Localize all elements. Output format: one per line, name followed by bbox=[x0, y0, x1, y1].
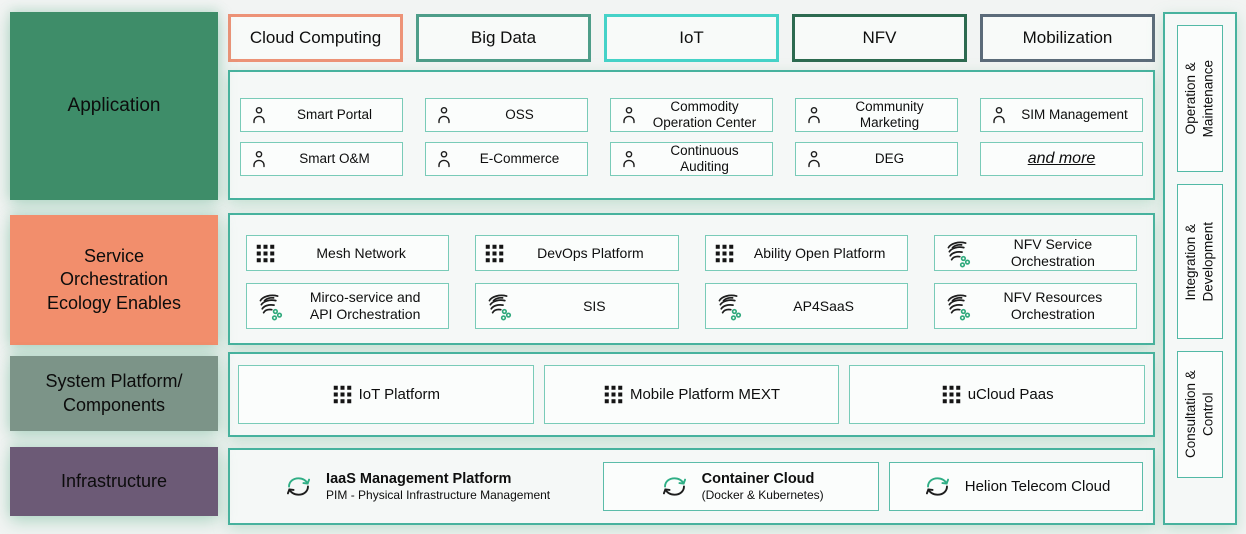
system-items-container: IoT Platform Mobile Platform MEXT uCloud P… bbox=[228, 352, 1155, 437]
item-label: Commodity Operation Center bbox=[652, 98, 757, 130]
person-icon bbox=[989, 105, 1009, 125]
layer-label-infrastructure: Infrastructure bbox=[10, 447, 218, 516]
item-mesh-network: Mesh Network bbox=[246, 235, 450, 271]
item-label: NFV Resources Orchestration bbox=[1003, 289, 1103, 322]
person-icon bbox=[434, 149, 454, 169]
item-label: NFV Service Orchestration bbox=[1010, 236, 1095, 269]
item-smart-portal: Smart Portal bbox=[240, 98, 403, 132]
item-label: Smart Portal bbox=[296, 106, 373, 122]
category-nfv: NFV bbox=[792, 14, 967, 62]
item-label: SIM Management bbox=[1021, 106, 1128, 122]
grid-icon bbox=[255, 243, 276, 264]
item-ability-open-platform: Ability Open Platform bbox=[704, 235, 908, 271]
cycle-icon bbox=[283, 474, 314, 499]
category-row: Cloud Computing Big Data IoT NFV Mobilizatio… bbox=[228, 14, 1155, 62]
item-mirco-service-and-api-orchestration: Mirco-service and API Orchestration bbox=[246, 283, 450, 329]
item-label: uCloud Paas bbox=[967, 385, 1054, 403]
grid-icon bbox=[714, 243, 735, 264]
person-icon bbox=[619, 105, 639, 125]
item-label: Consultation & Control bbox=[1183, 370, 1216, 459]
item-label: Operation & Maintenance bbox=[1183, 59, 1216, 138]
item-label: Mesh Network bbox=[316, 244, 406, 261]
layer-label-service-orchestration-ecology-enables: Service Orchestration Ecology Enables bbox=[10, 215, 218, 345]
item-label: AP4SaaS bbox=[793, 297, 854, 314]
item-sim-management: SIM Management bbox=[980, 98, 1143, 132]
category-mobilization: Mobilization bbox=[980, 14, 1155, 62]
item-oss: OSS bbox=[425, 98, 588, 132]
category-big-data: Big Data bbox=[416, 14, 591, 62]
side-panel-integration-development: Integration & Development bbox=[1177, 184, 1223, 339]
cycle-icon bbox=[659, 474, 690, 499]
item-label: Community Marketing bbox=[855, 98, 924, 130]
swirl-icon bbox=[943, 292, 972, 321]
item-label: Integration & Development bbox=[1183, 221, 1216, 302]
category-iot: IoT bbox=[604, 14, 779, 62]
grid-icon bbox=[484, 243, 505, 264]
item-label: Mirco-service and API Orchestration bbox=[309, 289, 421, 322]
item-label: E-Commerce bbox=[479, 150, 560, 166]
item-e-commerce: E-Commerce bbox=[425, 142, 588, 176]
item-deg: DEG bbox=[795, 142, 958, 176]
infra-item-title: Helion Telecom Cloud bbox=[964, 478, 1111, 495]
infra-item-text: Container Cloud(Docker & Kubernetes) bbox=[702, 471, 824, 502]
side-panel-consultation-control: Consultation & Control bbox=[1177, 351, 1223, 478]
swirl-icon bbox=[484, 292, 513, 321]
item-community-marketing: Community Marketing bbox=[795, 98, 958, 132]
side-panel-operation-maintenance: Operation & Maintenance bbox=[1177, 25, 1223, 172]
infra-item-subtitle: PIM - Physical Infrastructure Management bbox=[326, 488, 551, 502]
person-icon bbox=[434, 105, 454, 125]
item-label: SIS bbox=[583, 297, 606, 314]
item-mobile-platform-mext: Mobile Platform MEXT bbox=[543, 365, 840, 424]
item-helion-telecom-cloud: Helion Telecom Cloud bbox=[889, 462, 1143, 511]
person-icon bbox=[249, 105, 269, 125]
application-items-container: Smart Portal OSS Commodity Operation Cente… bbox=[228, 70, 1155, 200]
person-icon bbox=[619, 149, 639, 169]
infra-item-title: IaaS Management Platform bbox=[326, 471, 512, 487]
item-container-cloud: Container Cloud(Docker & Kubernetes) bbox=[603, 462, 880, 511]
swirl-icon bbox=[714, 292, 743, 321]
layer-label-application: Application bbox=[10, 12, 218, 200]
item-iot-platform: IoT Platform bbox=[238, 365, 534, 424]
item-smart-o-m: Smart O&M bbox=[240, 142, 403, 176]
item-label: and more bbox=[1027, 150, 1096, 168]
item-label: DEG bbox=[874, 150, 905, 166]
item-nfv-resources-orchestration: NFV Resources Orchestration bbox=[933, 283, 1137, 329]
person-icon bbox=[249, 149, 269, 169]
swirl-icon bbox=[255, 292, 284, 321]
item-label: Continuous Auditing bbox=[670, 142, 739, 174]
service-items-container: Mesh Network DevOps Platform Ability Open … bbox=[228, 213, 1155, 345]
item-devops-platform: DevOps Platform bbox=[475, 235, 679, 271]
person-icon bbox=[804, 149, 824, 169]
item-and-more: and more bbox=[980, 142, 1143, 176]
item-commodity-operation-center: Commodity Operation Center bbox=[610, 98, 773, 132]
infra-item-title: Container Cloud bbox=[701, 471, 815, 487]
item-continuous-auditing: Continuous Auditing bbox=[610, 142, 773, 176]
item-label: DevOps Platform bbox=[537, 244, 644, 261]
item-ucloud-paas: uCloud Paas bbox=[849, 365, 1145, 424]
category-cloud-computing: Cloud Computing bbox=[228, 14, 403, 62]
grid-icon bbox=[941, 384, 962, 405]
layer-label-system-platform-components: System Platform/ Components bbox=[10, 356, 218, 431]
swirl-icon bbox=[943, 239, 972, 268]
item-sis: SIS bbox=[475, 283, 679, 329]
infra-item-text: Helion Telecom Cloud bbox=[965, 478, 1111, 495]
item-label: Mobile Platform MEXT bbox=[629, 385, 781, 403]
item-label: Smart O&M bbox=[299, 150, 370, 166]
item-label: OSS bbox=[505, 106, 534, 122]
person-icon bbox=[804, 105, 824, 125]
grid-icon bbox=[603, 384, 624, 405]
infra-item-subtitle: (Docker & Kubernetes) bbox=[701, 488, 824, 502]
item-label: Ability Open Platform bbox=[753, 244, 886, 261]
item-ap4saas: AP4SaaS bbox=[704, 283, 908, 329]
cycle-icon bbox=[922, 474, 953, 499]
grid-icon bbox=[332, 384, 353, 405]
item-nfv-service-orchestration: NFV Service Orchestration bbox=[933, 235, 1137, 271]
item-label: IoT Platform bbox=[358, 385, 441, 403]
